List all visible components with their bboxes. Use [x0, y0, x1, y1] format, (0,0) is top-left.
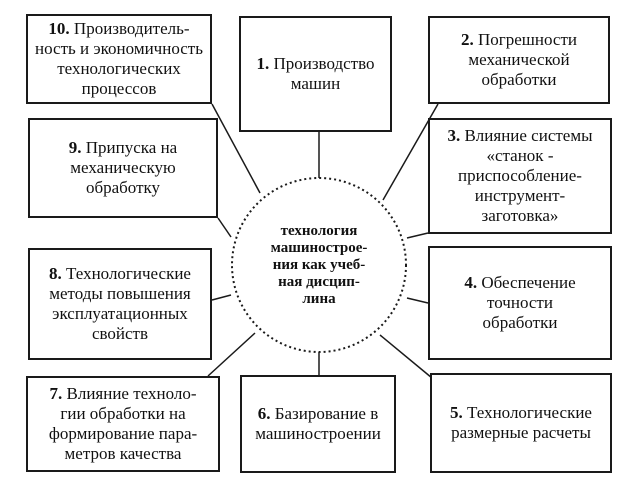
center-topic: технология машинострое- ния как учеб- на… [270, 222, 368, 307]
box-9-label: Припуска на механическую обработку [70, 138, 178, 197]
box-1: 1. Производство машин [239, 16, 392, 132]
box-10-number: 10. [48, 19, 70, 38]
box-4: 4. Обеспечение точности обработки [428, 246, 612, 360]
box-6-label: Базирование в машиностроении [255, 404, 381, 443]
box-8-label: Технологические методы повышения эксплуа… [49, 264, 191, 343]
box-2-number: 2. [461, 30, 474, 49]
box-7-label: Влияние техноло- гии обработки на формир… [48, 384, 198, 463]
box-5-number: 5. [450, 403, 463, 422]
connector-3 [406, 232, 429, 239]
box-7-number: 7. [49, 384, 63, 403]
box-4-number: 4. [464, 273, 478, 292]
connector-4 [406, 297, 429, 304]
box-9: 9. Припуска на механическую обработку [28, 118, 218, 218]
box-2-label: Погрешности механической обработки [468, 30, 577, 89]
box-8-number: 8. [49, 264, 62, 283]
box-10: 10. Производитель- ность и экономичность… [26, 14, 212, 104]
box-5-label: Технологические размерные расчеты [451, 403, 592, 442]
box-2: 2. Погрешности механической обработки [428, 16, 610, 104]
box-9-number: 9. [68, 138, 82, 157]
connector-7 [207, 332, 256, 377]
box-4-label: Обеспечение точности обработки [481, 273, 576, 332]
box-3-label: Влияние системы «станок - приспособление… [458, 126, 593, 225]
box-5: 5. Технологические размерные расчеты [430, 373, 612, 473]
connector-8 [211, 294, 232, 301]
connector-5 [379, 334, 433, 379]
center-circle [231, 177, 407, 353]
box-1-number: 1. [256, 54, 270, 73]
box-3: 3. Влияние системы «станок - приспособле… [428, 118, 612, 234]
box-8: 8. Технологические методы повышения эксп… [28, 248, 212, 360]
box-6: 6. Базирование в машиностроении [240, 375, 396, 473]
connector-10 [211, 103, 261, 194]
box-3-number: 3. [447, 126, 461, 145]
box-6-number: 6. [257, 404, 271, 423]
connector-9 [217, 217, 232, 238]
box-10-label: Производитель- ность и экономичность тех… [35, 19, 203, 98]
box-1-label: Производство машин [273, 54, 375, 93]
box-7: 7. Влияние техноло- гии обработки на фор… [26, 376, 220, 472]
